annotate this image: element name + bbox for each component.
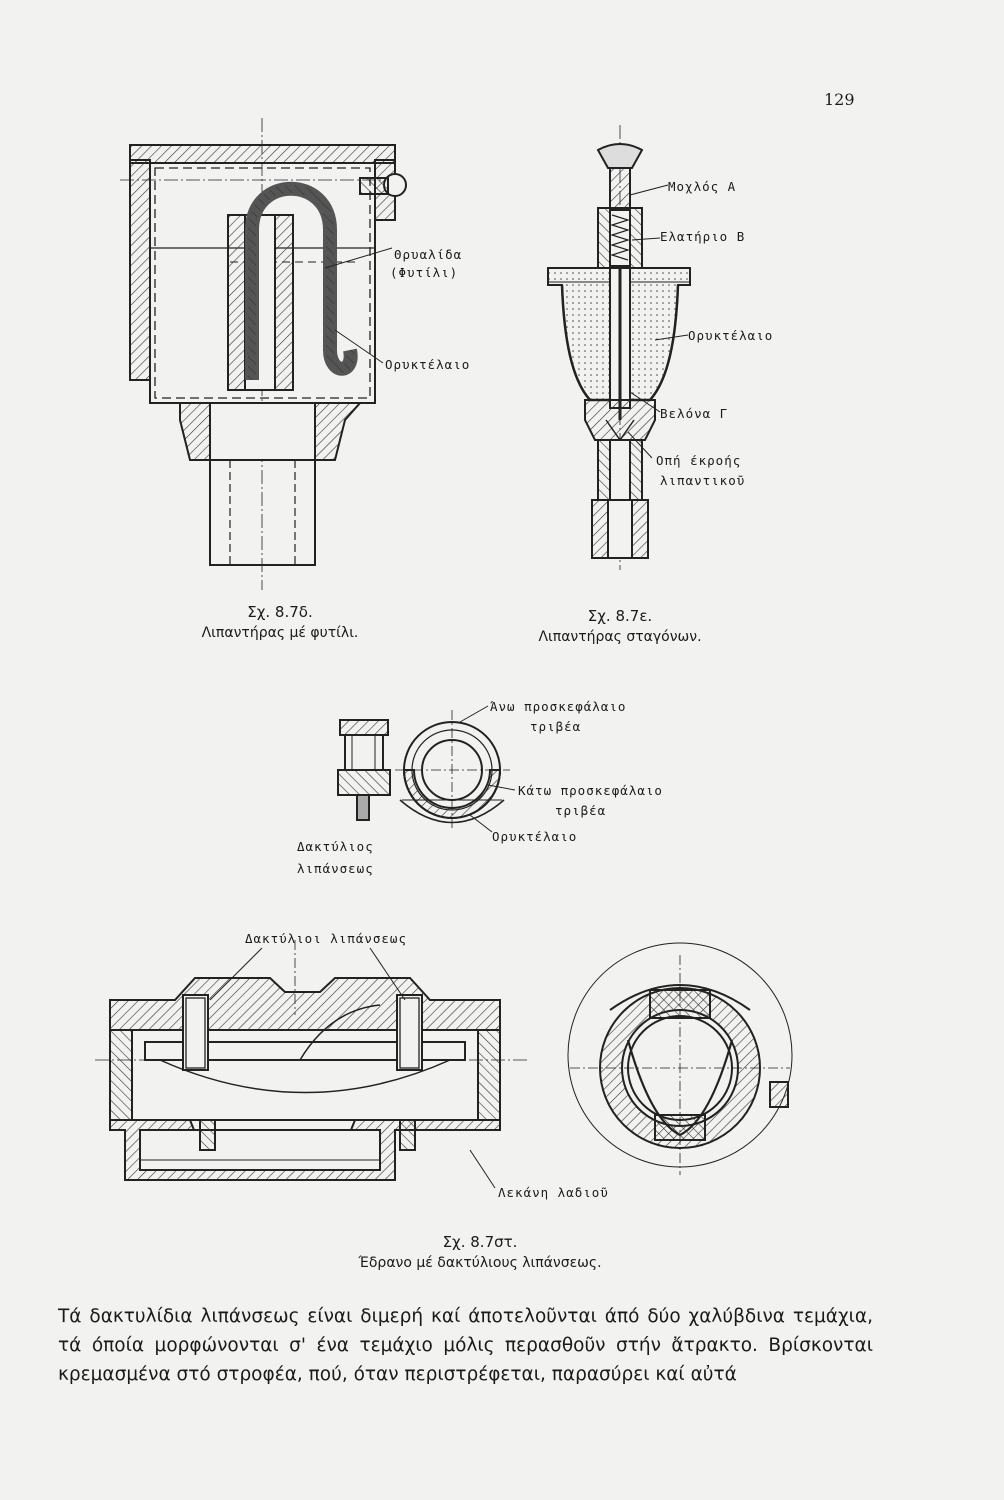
page-number: 129 bbox=[824, 90, 855, 109]
label-upper-cap-line1: Άνω προσκεφάλαιο bbox=[490, 699, 627, 714]
label-sump: Λεκάνη λαδιοῦ bbox=[498, 1185, 609, 1200]
caption-fig-8-7e: Σχ. 8.7ε. Λιπαντήρας σταγόνων. bbox=[520, 606, 720, 648]
caption-title: Λιπαντήρας σταγόνων. bbox=[538, 629, 702, 645]
label-oil-ring: Ορυκτέλαιο bbox=[492, 829, 578, 844]
label-lower-cap-line2: τριβέα bbox=[555, 803, 607, 818]
wick-lubricator-drawing bbox=[120, 118, 407, 590]
body-text: Τά δακτυλίδια λιπάνσεως είναι διμερή καί… bbox=[58, 1306, 873, 1385]
label-ring-line1: Δακτύλιος bbox=[297, 839, 374, 854]
caption-title: Λιπαντήρας μέ φυτίλι. bbox=[201, 625, 359, 641]
label-spring: Ελατήριο Β bbox=[660, 229, 746, 244]
lubrication-ring-drawing bbox=[337, 705, 516, 833]
label-hole-line2: λιπαντικοῦ bbox=[660, 473, 746, 488]
label-hole-line1: Οπή έκροής bbox=[656, 453, 742, 468]
body-paragraph: Τά δακτυλίδια λιπάνσεως είναι διμερή καί… bbox=[58, 1302, 873, 1389]
label-lower-cap-line1: Κάτω προσκεφάλαιο bbox=[518, 783, 663, 798]
caption-number: Σχ. 8.7δ. bbox=[247, 603, 313, 621]
ring-bearing-drawing bbox=[95, 940, 793, 1189]
label-upper-cap-line2: τριβέα bbox=[530, 719, 582, 734]
label-oil-drop: Ορυκτέλαιο bbox=[688, 328, 774, 343]
caption-number: Σχ. 8.7ε. bbox=[587, 607, 653, 625]
label-oil-wick: Ορυκτέλαιο bbox=[385, 357, 471, 372]
label-rings: Δακτύλιοι λιπάνσεως bbox=[245, 931, 407, 946]
label-needle: Βελόνα Γ bbox=[660, 406, 729, 421]
label-lever: Μοχλός Α bbox=[668, 179, 737, 194]
caption-fig-8-7st: Σχ. 8.7στ. Έδρανο μέ δακτύλιους λιπάνσεω… bbox=[340, 1232, 620, 1274]
caption-number: Σχ. 8.7στ. bbox=[442, 1233, 518, 1251]
drop-lubricator-drawing bbox=[547, 125, 691, 570]
caption-title: Έδρανο μέ δακτύλιους λιπάνσεως. bbox=[358, 1255, 602, 1271]
label-wick-alt: (Φυτίλι) bbox=[390, 265, 459, 280]
caption-fig-8-7d: Σχ. 8.7δ. Λιπαντήρας μέ φυτίλι. bbox=[180, 602, 380, 644]
label-wick: Θρυαλίδα bbox=[394, 247, 463, 262]
label-ring-line2: λιπάνσεως bbox=[297, 861, 374, 876]
